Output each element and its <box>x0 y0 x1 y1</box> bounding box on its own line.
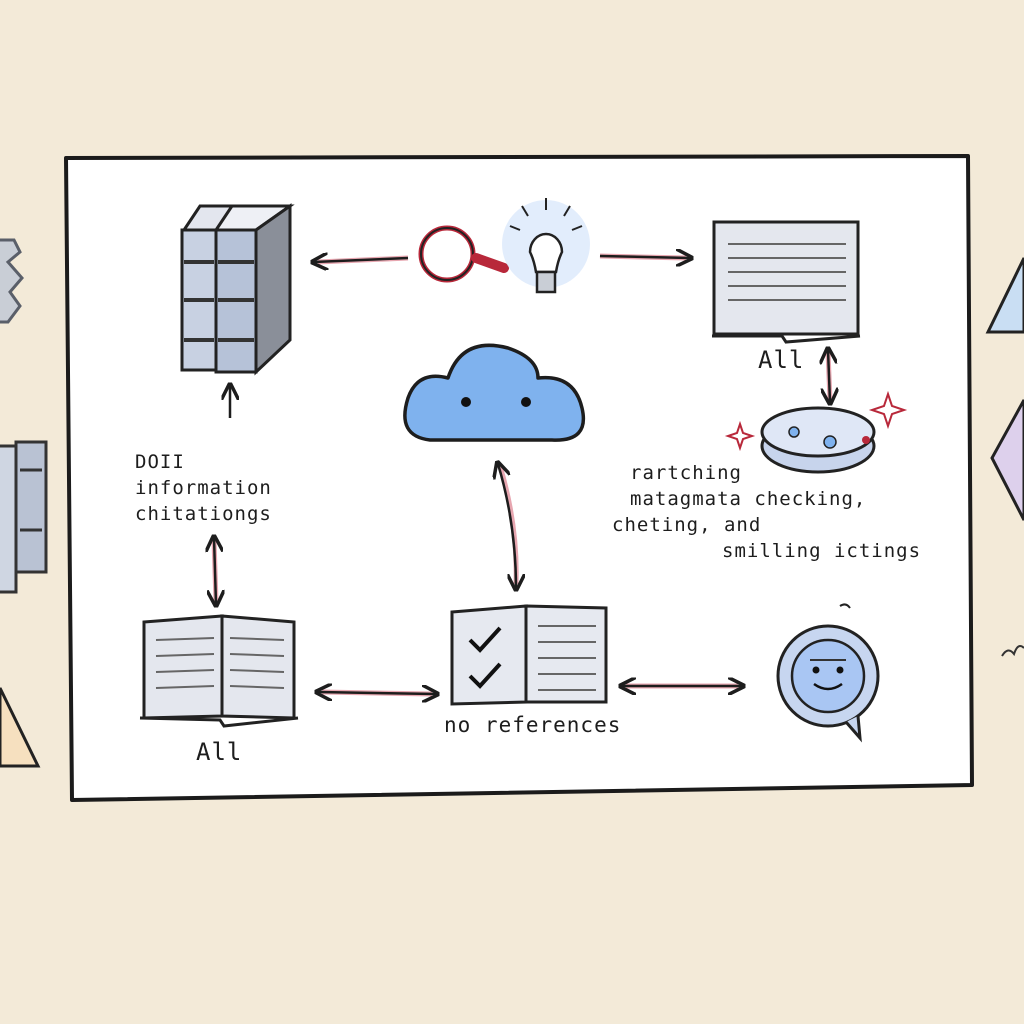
document-icon <box>712 220 861 344</box>
cloud-icon <box>403 343 586 442</box>
database-dish-icon <box>760 406 876 474</box>
open-book-icon <box>139 614 299 728</box>
gear-icon <box>0 238 24 324</box>
chat-bot-icon <box>776 603 880 743</box>
sparkle-icon <box>724 390 908 452</box>
doodle-icon <box>1001 645 1024 657</box>
arrow-book-to-checklist <box>318 692 436 694</box>
doi-label-line-1: DOII <box>135 451 185 473</box>
matching-label-line-3: cheting, and <box>612 514 762 536</box>
checklist-book-icon <box>450 604 608 706</box>
matching-label-line-4: smilling ictings <box>722 540 922 562</box>
arrow-books-to-magnifier <box>314 258 409 262</box>
lightbulb-icon <box>502 198 590 294</box>
books-icon <box>0 440 48 594</box>
magnifier-icon <box>418 225 509 283</box>
arrow-label-to-book <box>214 538 216 604</box>
triangle-icon <box>985 257 1024 334</box>
all-label-right: All <box>758 346 805 374</box>
arrow-cloud-to-checklist <box>498 464 516 588</box>
triangle-icon <box>990 399 1024 521</box>
doi-label: DOII information chitationgs <box>135 449 272 527</box>
matching-label-line-2: matagmata checking, <box>630 488 867 510</box>
arrow-document-to-dish <box>828 350 830 402</box>
triangle-icon <box>0 687 41 768</box>
no-references-label: no references <box>444 713 622 737</box>
matching-label-line-1: rartching <box>630 462 742 484</box>
books-icon <box>180 203 295 376</box>
matching-label: rartching matagmata checking, cheting, a… <box>612 460 921 564</box>
arrow-bulb-to-document <box>599 256 690 258</box>
doi-label-line-3: chitationgs <box>135 503 272 525</box>
doi-label-line-2: information <box>135 477 272 499</box>
all-label-left: All <box>196 738 243 766</box>
